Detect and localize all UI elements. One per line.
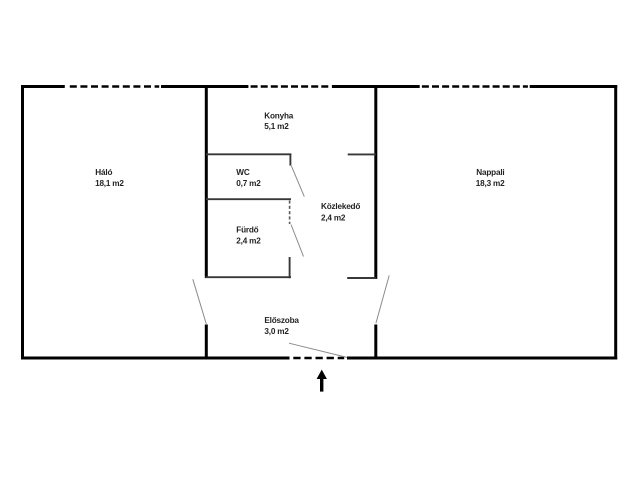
svg-text:2,4 m2: 2,4 m2 (236, 236, 261, 245)
svg-text:18,1 m2: 18,1 m2 (95, 179, 124, 188)
svg-text:2,4 m2: 2,4 m2 (321, 213, 346, 222)
svg-text:Előszoba: Előszoba (264, 316, 299, 325)
svg-text:Konyha: Konyha (264, 111, 293, 120)
svg-text:5,1 m2: 5,1 m2 (264, 122, 289, 131)
svg-text:Háló: Háló (95, 168, 112, 177)
svg-text:Nappali: Nappali (476, 168, 504, 177)
svg-text:3,0 m2: 3,0 m2 (264, 327, 289, 336)
svg-text:Közlekedő: Közlekedő (321, 202, 360, 211)
svg-text:0,7 m2: 0,7 m2 (236, 179, 261, 188)
svg-text:18,3 m2: 18,3 m2 (476, 179, 505, 188)
svg-text:Fürdő: Fürdő (236, 226, 258, 235)
svg-text:WC: WC (236, 168, 250, 177)
